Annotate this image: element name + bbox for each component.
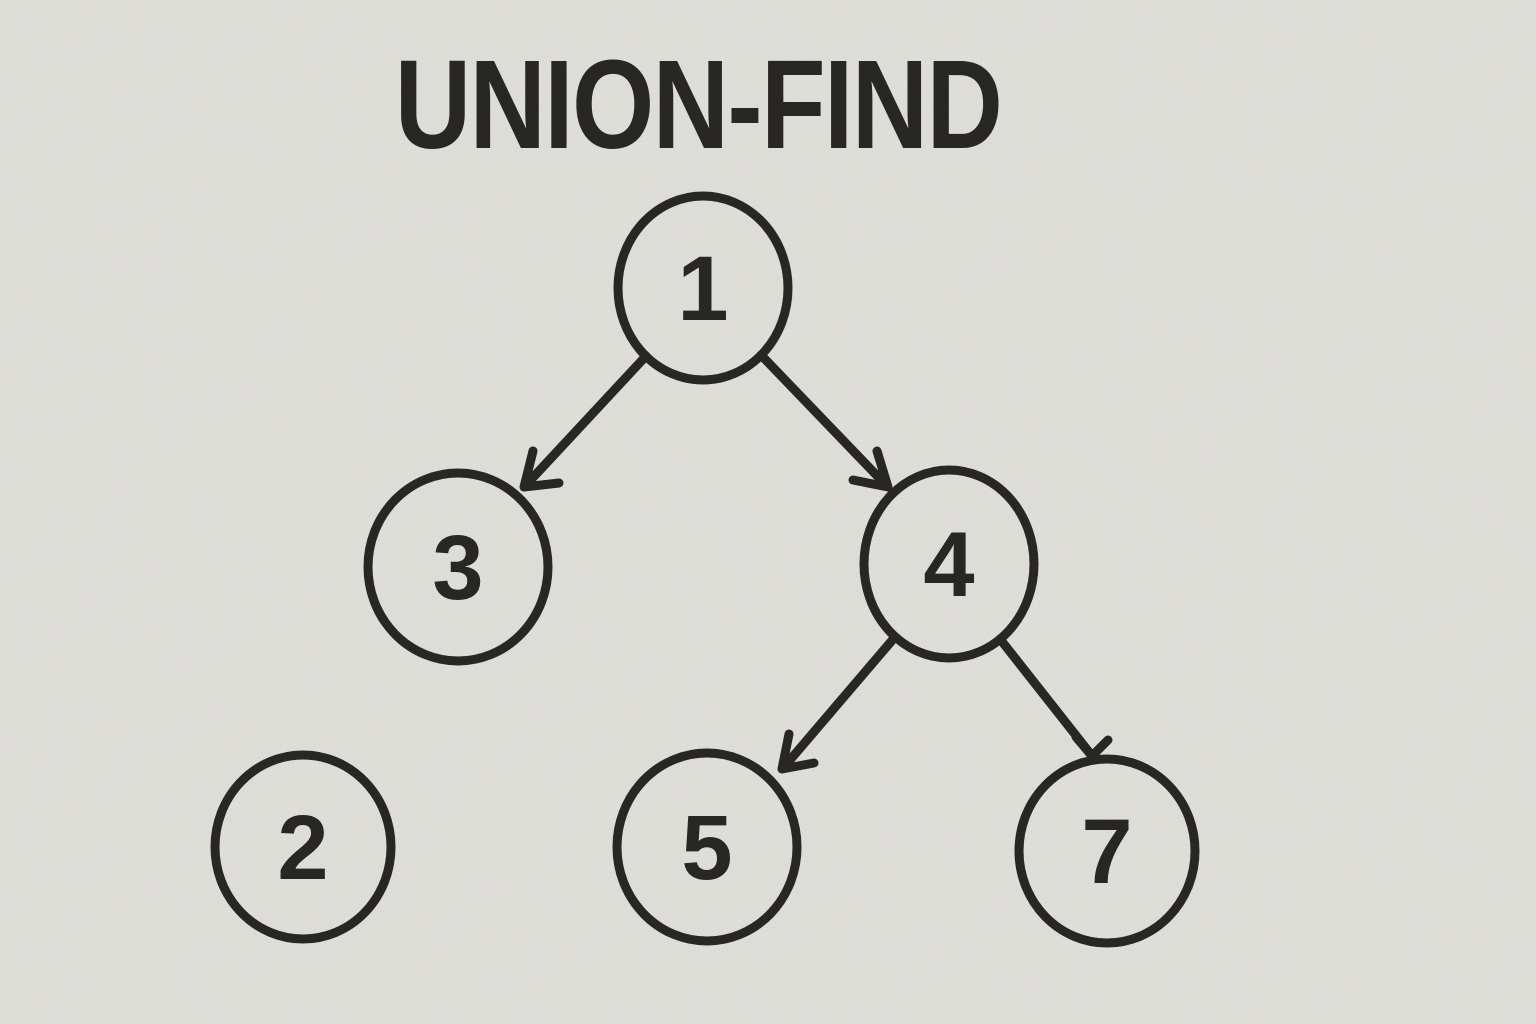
node-5: 5 <box>612 748 802 946</box>
edge-1-to-3 <box>519 351 651 492</box>
node-3: 3 <box>363 468 553 666</box>
node-7: 7 <box>1014 754 1200 948</box>
node-7-label: 7 <box>1081 801 1132 903</box>
node-2: 2 <box>210 750 396 944</box>
node-3-label: 3 <box>432 517 483 619</box>
node-4-label: 4 <box>923 514 974 616</box>
edge-4-to-5 <box>777 632 900 774</box>
node-4: 4 <box>859 465 1039 663</box>
node-5-label: 5 <box>681 797 732 899</box>
edge-1-to-4 <box>756 350 893 492</box>
edge-4-to-7 <box>995 634 1113 761</box>
node-1: 1 <box>613 191 793 385</box>
node-1-label: 1 <box>677 238 728 340</box>
node-2-label: 2 <box>277 797 328 899</box>
